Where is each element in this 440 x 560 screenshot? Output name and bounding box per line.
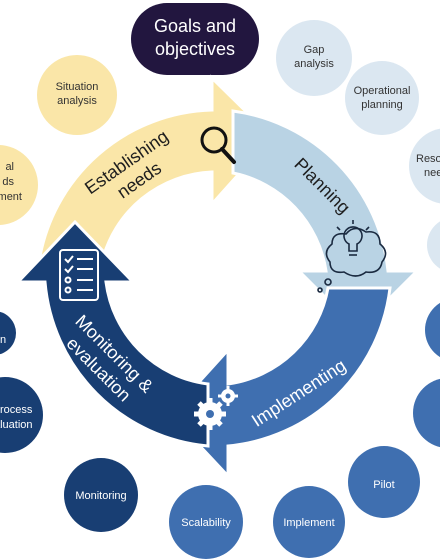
monitoring-evaluation-arrow (14, 219, 210, 448)
gears-icon (194, 386, 238, 430)
resource-needs-bubble (409, 128, 440, 204)
blue-bubble-right-2 (413, 378, 440, 448)
monitoring-bubble (64, 458, 138, 532)
gap-analysis-bubble (276, 20, 352, 96)
light-bubble-right (427, 221, 440, 269)
title-bubble (131, 3, 259, 75)
process-evaluation-bubble (0, 377, 43, 453)
implement-bubble (273, 486, 345, 558)
operational-planning-bubble (345, 61, 419, 135)
dark-bubble-left (0, 311, 16, 355)
scalability-bubble (169, 485, 243, 559)
implementing-arrow (167, 286, 392, 480)
pilot-label: Pilot (373, 479, 394, 491)
blue-bubble-right-1 (425, 302, 440, 358)
checklist-icon (59, 249, 99, 301)
pilot-bubble (348, 446, 420, 518)
establishing-needs-arrow (37, 74, 275, 264)
lightbulb-thought-icon (317, 220, 387, 293)
magnifier-icon (200, 126, 236, 164)
implement-label: Implement (283, 517, 334, 529)
needs-assessment-bubble (0, 145, 38, 225)
process-evaluation-label: rocessaluation (0, 404, 33, 431)
situation-analysis-bubble (37, 55, 117, 135)
planning-arrow (231, 109, 421, 333)
scalability-label: Scalability (181, 517, 231, 529)
monitoring-label: Monitoring (75, 490, 126, 502)
dark-bubble-left-label: n (0, 334, 6, 346)
